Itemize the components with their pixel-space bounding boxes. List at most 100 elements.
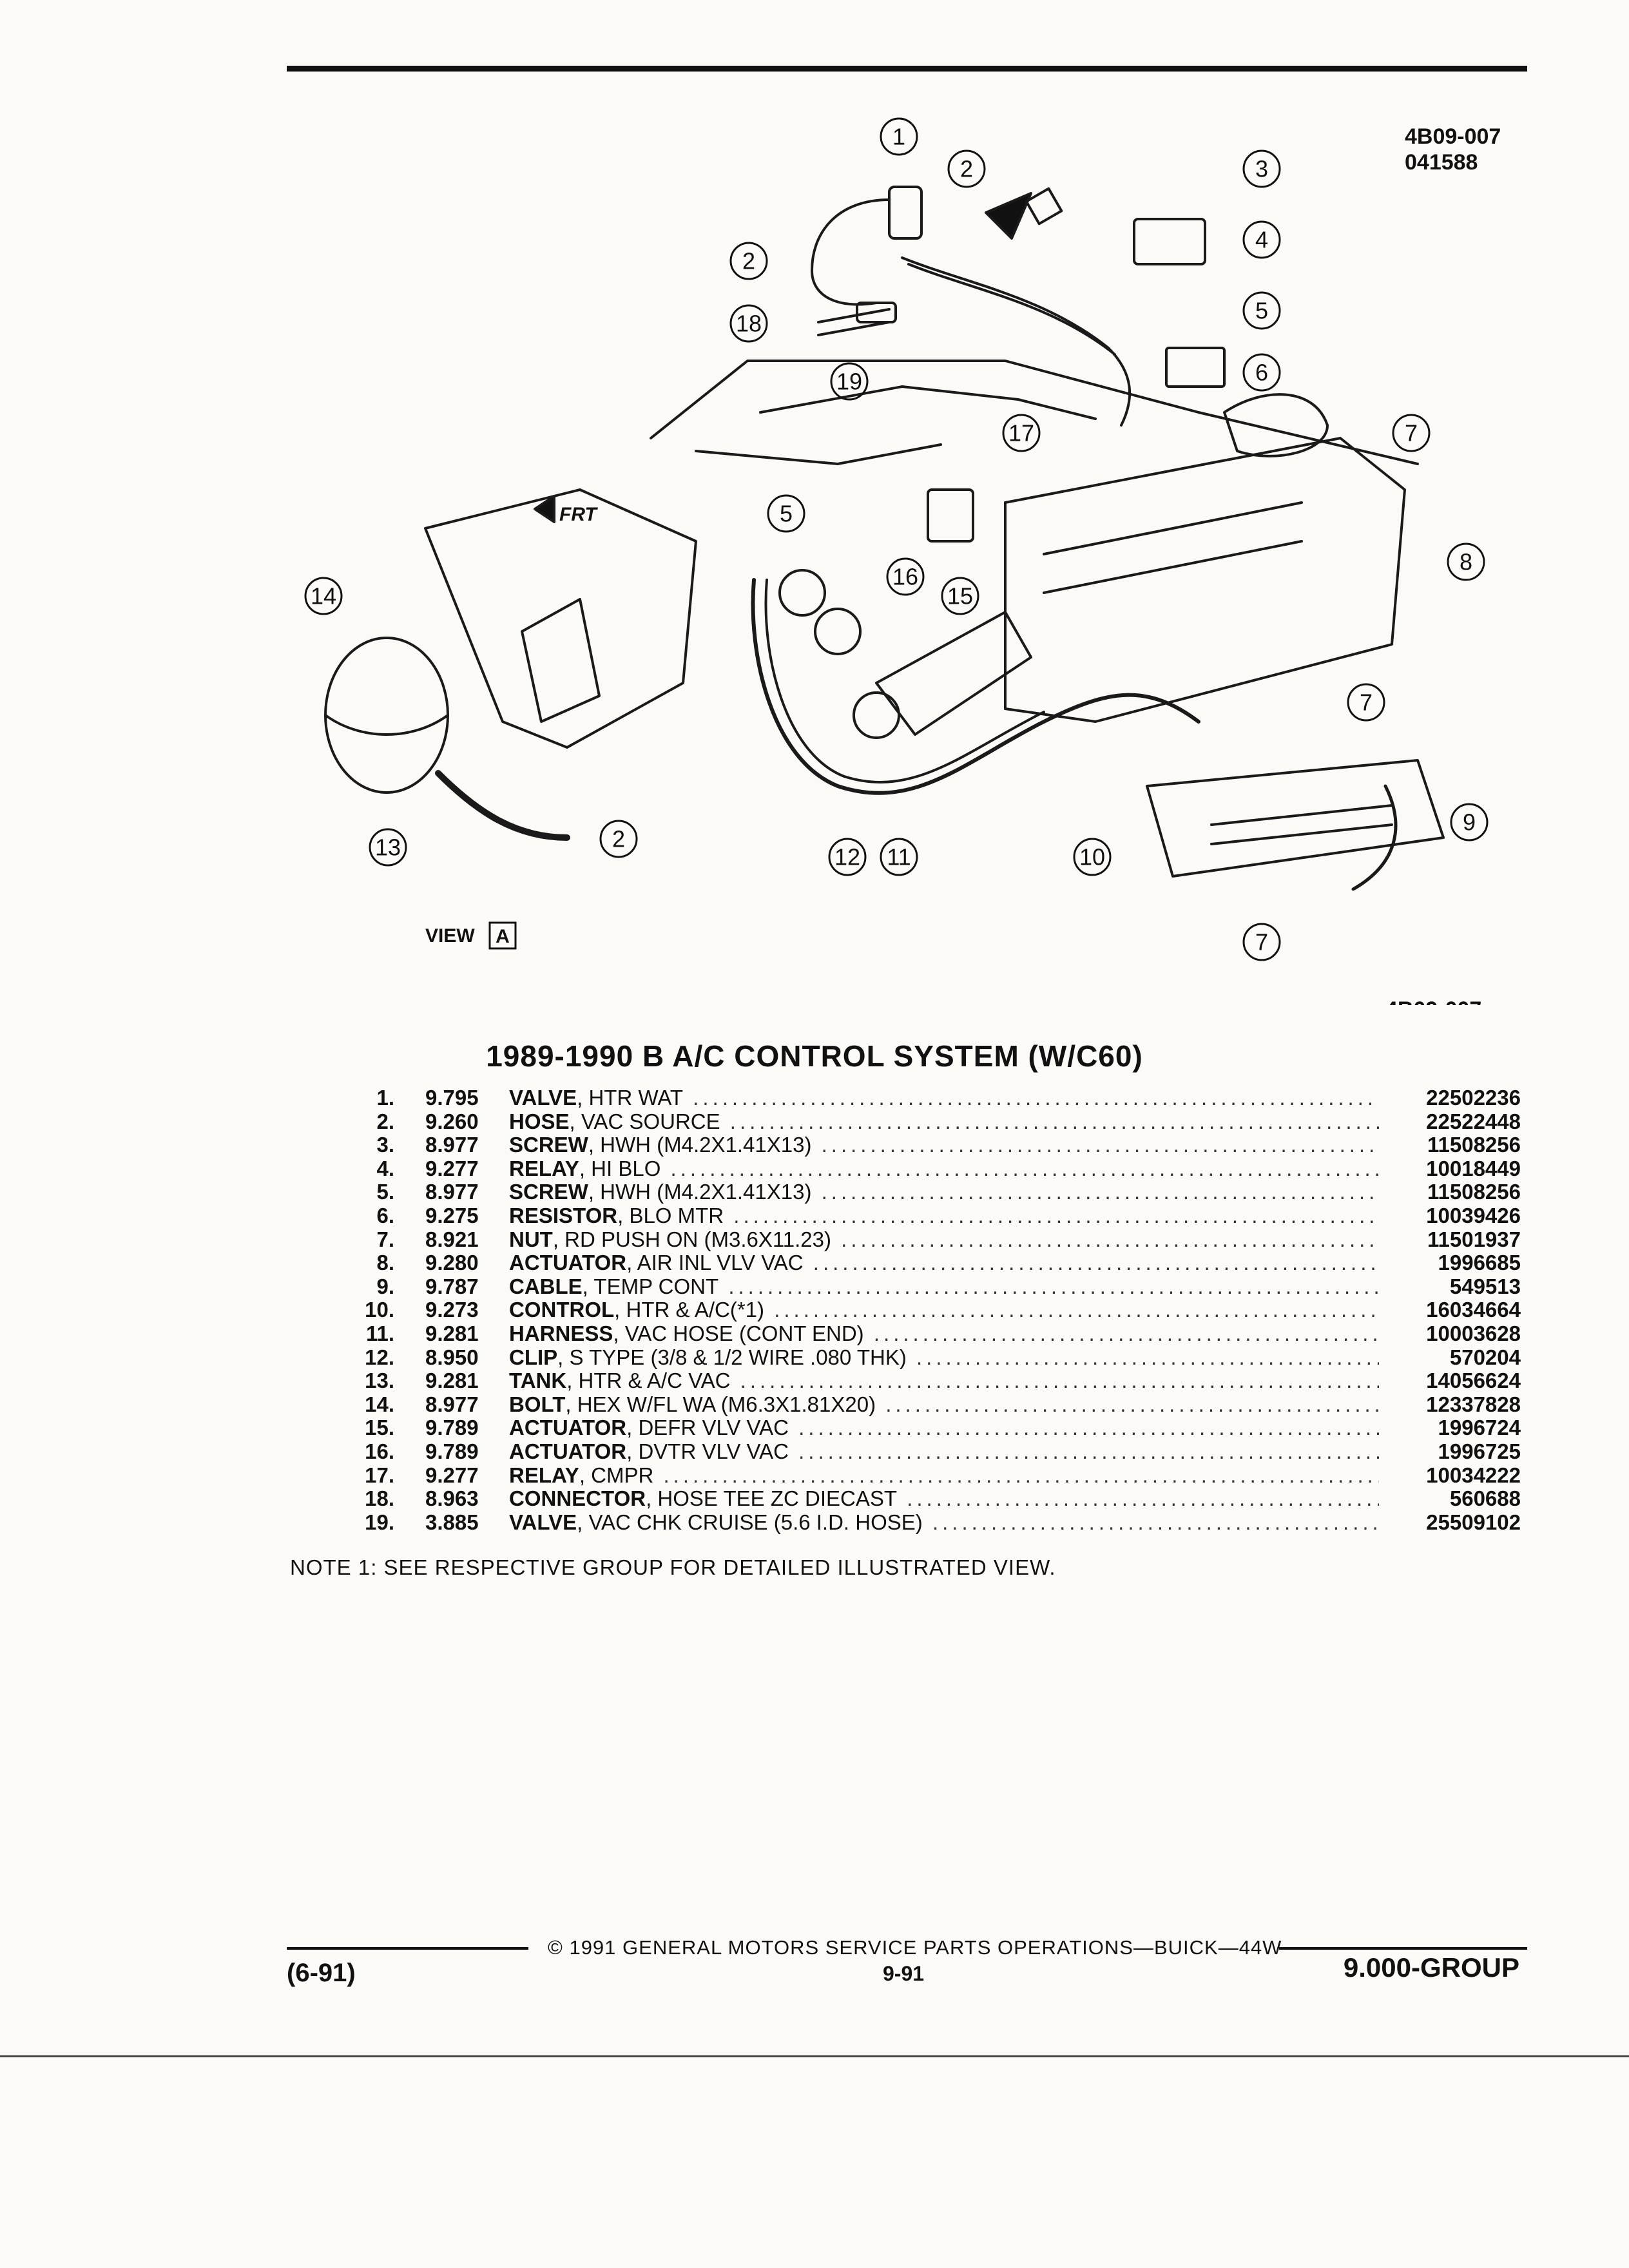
parts-row: 9. 9.787 CABLE, TEMP CONT ................… [361,1274,1521,1299]
leader-dots: ........................................… [885,1392,1379,1416]
part-description: VALVE, HTR WAT .........................… [509,1086,1379,1110]
leader-dots: ........................................… [821,1180,1379,1204]
part-name: BOLT [509,1392,566,1416]
part-name: NUT [509,1227,553,1251]
copyright: © 1991 GENERAL MOTORS SERVICE PARTS OPER… [548,1936,1282,1959]
leader-dots: ........................................… [729,1110,1379,1133]
part-detail: , HTR WAT [577,1086,684,1110]
part-detail: , HWH (M4.2X1.41X13) [588,1180,812,1204]
group-number: 9.787 [425,1274,479,1298]
callout-7c: 7 [1360,689,1373,716]
bottom-rule [0,2055,1629,2057]
part-detail: , CMPR [579,1463,654,1487]
leader-dots: ........................................… [798,1416,1379,1440]
group-number: 8.950 [425,1345,479,1369]
part-index: 3. [376,1133,394,1157]
front-arrow [534,495,555,523]
part-name: CABLE [509,1274,583,1298]
part-name: TANK [509,1369,567,1393]
callout-17: 17 [1008,420,1034,447]
part-detail: , DEFR VLV VAC [626,1416,789,1440]
part-index: 6. [376,1203,394,1227]
part-name: ACTUATOR [509,1251,627,1275]
group-number: 9.789 [425,1439,479,1463]
leader-dots: ........................................… [841,1227,1379,1251]
callout-7: 7 [1405,420,1418,447]
leader-dots: ........................................… [733,1204,1379,1227]
part-description: VALVE, VAC CHK CRUISE (5.6 I.D. HOSE) ..… [509,1511,1379,1535]
part-description: BOLT, HEX W/FL WA (M6.3X1.81X20) .......… [509,1393,1379,1417]
part-description: RELAY, CMPR ............................… [509,1464,1379,1488]
group-number: 9.281 [425,1369,479,1393]
group-number: 9.280 [425,1251,479,1275]
callout-5: 5 [1255,298,1268,324]
part-number: 10003628 [1426,1321,1521,1345]
part-index: 18. [365,1486,394,1511]
dash-opening [521,598,601,723]
part-description: SCREW, HWH (M4.2X1.41X13) ..............… [509,1133,1379,1157]
part-detail: , TEMP CONT [582,1274,719,1298]
fender-outline [695,443,942,465]
parts-row: 4. 9.277 RELAY, HI BLO ...................… [361,1157,1521,1181]
group-number: 9.273 [425,1298,479,1322]
part-description: CABLE, TEMP CONT .......................… [509,1275,1379,1299]
dash-panel [424,488,697,749]
part-detail: , DVTR VLV VAC [626,1439,789,1463]
part-name: CLIP [509,1345,558,1369]
leader-dots: ........................................… [907,1487,1379,1511]
part-number: 570204 [1449,1345,1521,1369]
part-index: 9. [376,1274,394,1298]
page-title: 1989-1990 B A/C CONTROL SYSTEM (W/C60) [486,1039,1143,1073]
vac-lines-top [901,256,1132,427]
ac-control-system-diagram: 1 2 3 4 5 6 7 8 9 10 11 12 13 14 15 16 1… [304,117,1489,1005]
parts-row: 12. 8.950 CLIP, S TYPE (3/8 & 1/2 WIRE .08… [361,1345,1521,1370]
part-index: 12. [365,1345,394,1369]
callout-8: 8 [1460,549,1472,575]
part-index: 8. [376,1251,394,1275]
blower-resistor [1165,347,1226,388]
part-number: 10039426 [1426,1203,1521,1227]
part-description: RELAY, HI BLO ..........................… [509,1157,1379,1181]
part-index: 13. [365,1369,394,1393]
part-index: 17. [365,1463,394,1487]
part-name: ACTUATOR [509,1439,627,1463]
callout-5b: 5 [780,501,793,527]
air-duct [875,611,1032,736]
part-detail: , RD PUSH ON (M3.6X11.23) [552,1227,832,1251]
callout-7b: 7 [1255,929,1268,956]
vacuum-tank [324,637,449,794]
heater-case [1004,437,1406,723]
group-number: 9.277 [425,1156,479,1180]
part-description: CLIP, S TYPE (3/8 & 1/2 WIRE .080 THK) .… [509,1346,1379,1370]
top-rule [287,66,1527,72]
vac-harness [751,578,1200,795]
part-number: 1996724 [1438,1416,1521,1440]
part-name: HARNESS [509,1321,613,1345]
part-detail: , BLO MTR [617,1204,724,1227]
part-index: 4. [376,1156,394,1180]
group-number: 8.977 [425,1133,479,1157]
group-number: 8.977 [425,1392,479,1416]
part-description: ACTUATOR, DEFR VLV VAC .................… [509,1416,1379,1440]
part-name: CONNECTOR [509,1487,646,1511]
group-number: 3.885 [425,1510,479,1534]
leader-dots: ........................................… [798,1439,1379,1463]
leader-dots: ........................................… [670,1157,1379,1180]
part-detail: , VAC SOURCE [569,1110,720,1133]
front-label: FRT [559,504,598,525]
part-number: 14056624 [1426,1369,1521,1393]
callout-6: 6 [1255,360,1268,386]
htr-ac-control [1146,759,1445,878]
group-label: 9.000-GROUP [1343,1952,1519,1983]
part-name: RESISTOR [509,1204,618,1227]
footnote: NOTE 1: SEE RESPECTIVE GROUP FOR DETAILE… [290,1555,1056,1579]
part-name: SCREW [509,1133,588,1157]
callout-2b: 2 [742,248,755,274]
